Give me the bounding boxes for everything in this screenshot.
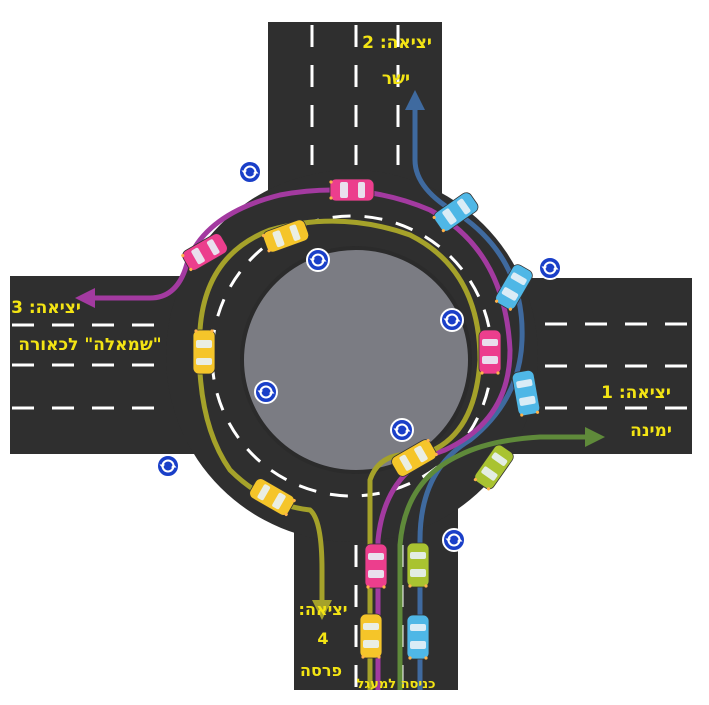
exit-4-desc: פרסה bbox=[300, 661, 342, 680]
car-pink-1 bbox=[328, 178, 375, 202]
central-island bbox=[240, 246, 472, 474]
roundabout-sign-icon bbox=[254, 380, 278, 404]
roundabout-sign-icon bbox=[306, 248, 330, 272]
car-pink-4 bbox=[364, 543, 388, 590]
exit-2-title: יציאה: 2 bbox=[362, 33, 432, 53]
exit-1-desc: ימינה bbox=[630, 421, 672, 441]
exit-1-title: יציאה: 1 bbox=[601, 383, 671, 403]
exit-3-title: יציאה: 3 bbox=[11, 298, 81, 318]
car-green-2 bbox=[406, 542, 430, 589]
path-exit-1-right bbox=[397, 427, 605, 690]
car-pink-3 bbox=[478, 329, 502, 376]
roundabout-sign-icon bbox=[238, 160, 262, 184]
roundabout-sign-icon bbox=[538, 256, 562, 280]
exit-2-desc: ישר bbox=[382, 69, 410, 89]
exit-labels: יציאה: 2 ישר יציאה: 3 "שמאלה" לכאורה יצי… bbox=[11, 33, 672, 692]
roundabout-sign-icon bbox=[390, 418, 414, 442]
exit-4-title: יציאה: bbox=[299, 600, 348, 619]
exit-4-num: 4 bbox=[317, 629, 328, 648]
roundabout-sign-icon bbox=[156, 454, 180, 478]
entry-label: כניסה למעגל bbox=[357, 677, 436, 692]
car-blue-4 bbox=[406, 614, 430, 661]
exit-3-desc: "שמאלה" לכאורה bbox=[18, 335, 161, 355]
car-yellow-2 bbox=[192, 328, 216, 375]
roundabout-sign-icon bbox=[442, 528, 466, 552]
car-yellow-5 bbox=[359, 613, 383, 660]
roundabout-sign-icon bbox=[440, 308, 464, 332]
